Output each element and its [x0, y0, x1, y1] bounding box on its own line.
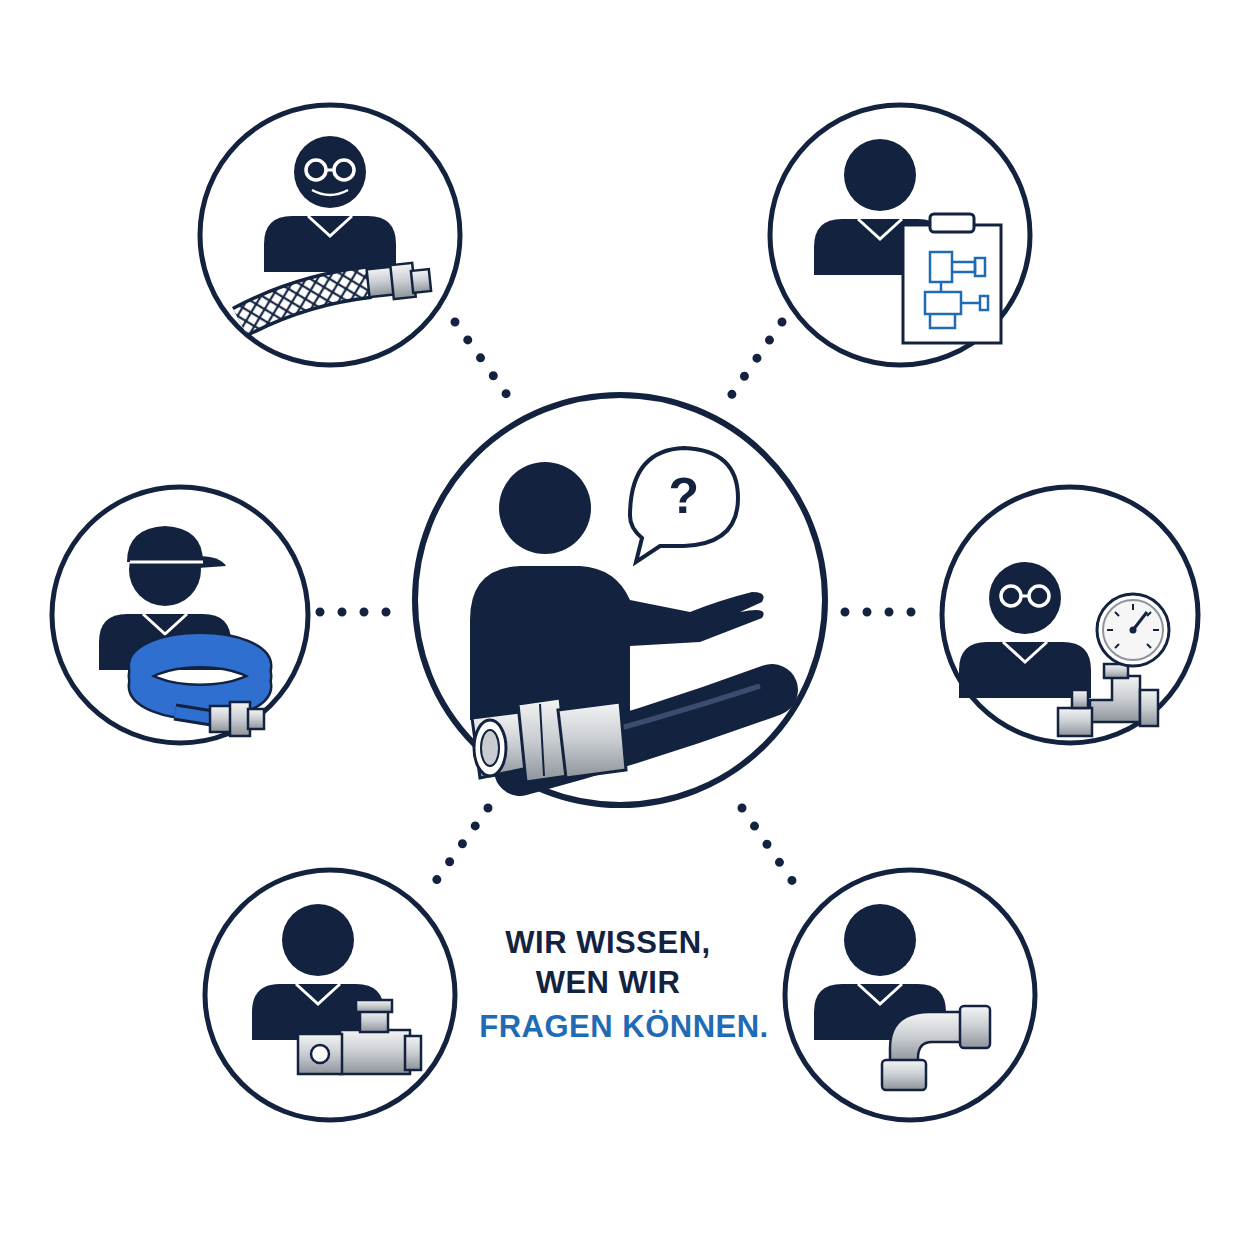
hose-expert [240, 282, 370, 322]
fitting-expert [405, 1036, 421, 1070]
planner [903, 225, 1001, 343]
planner [925, 252, 988, 328]
gauge-expert [1130, 627, 1137, 634]
center-figure [540, 704, 544, 776]
gauge-expert [1001, 586, 1049, 606]
slogan: WIR WISSEN, WEN WIR [483, 923, 733, 1004]
elbow-expert [960, 1006, 990, 1048]
circle-frame [770, 105, 1030, 365]
center-figure [630, 448, 738, 562]
planner [925, 292, 961, 314]
hose-expert [312, 190, 348, 195]
fitting-expert [298, 1034, 342, 1074]
gauge-expert [1140, 690, 1158, 726]
gauge-expert [1097, 594, 1169, 666]
slogan-highlight: FRAGEN KÖNNEN. [444, 1007, 804, 1047]
gauge-expert [1107, 604, 1159, 648]
circle-frame [785, 870, 1035, 1120]
hose-expert [306, 160, 354, 180]
center-figure [474, 720, 506, 776]
center-circle [415, 395, 825, 805]
fitting-expert [252, 904, 421, 1074]
installer [175, 712, 212, 718]
installer [210, 706, 232, 732]
hose-expert [240, 136, 431, 322]
center-figure [499, 462, 591, 554]
installer [136, 640, 264, 692]
planner [930, 214, 974, 232]
installer [127, 526, 203, 562]
installer [175, 712, 212, 718]
circle-frame [52, 105, 1198, 1120]
gauge-expert [1090, 676, 1140, 722]
fitting-expert [360, 1010, 388, 1032]
circle-frame [205, 870, 455, 1120]
circle-frame [200, 105, 460, 365]
installer [130, 561, 203, 564]
gauge-expert [1058, 708, 1092, 736]
dotted-connector [728, 322, 782, 400]
planner [952, 262, 975, 272]
center-figure [558, 702, 626, 778]
fitting-expert [311, 1045, 329, 1063]
dotted-connector [845, 608, 930, 617]
dotted-connector [428, 808, 488, 892]
question-mark: ? [644, 464, 724, 529]
installer [99, 526, 264, 736]
hose-expert [264, 136, 396, 272]
planner [980, 296, 988, 310]
hose-expert [411, 269, 431, 293]
dotted-connector [320, 608, 402, 617]
center-circle [415, 395, 825, 805]
elbow-expert [890, 1012, 962, 1062]
gauge-expert [959, 562, 1169, 736]
gauge-expert [1072, 690, 1088, 708]
center-figure [481, 730, 499, 766]
dotted-connector [742, 808, 802, 895]
fitting-expert [356, 1000, 392, 1012]
planner [941, 282, 980, 303]
installer [248, 709, 264, 729]
planner [930, 252, 952, 282]
circle-frame [942, 487, 1198, 743]
circle-frame [52, 487, 308, 743]
planner [975, 258, 985, 276]
dotted-connector [455, 322, 512, 402]
gauge-expert [1107, 604, 1159, 648]
elbow-expert [814, 904, 990, 1090]
gauge-expert [959, 562, 1091, 698]
fitting-expert [340, 1030, 410, 1074]
planner [814, 139, 1001, 343]
planner [930, 314, 955, 328]
elbow-expert [882, 1060, 926, 1090]
center-figure [470, 448, 772, 782]
gauge-expert [1103, 600, 1163, 660]
dotted-connector [320, 322, 930, 895]
hose-expert [240, 282, 370, 322]
